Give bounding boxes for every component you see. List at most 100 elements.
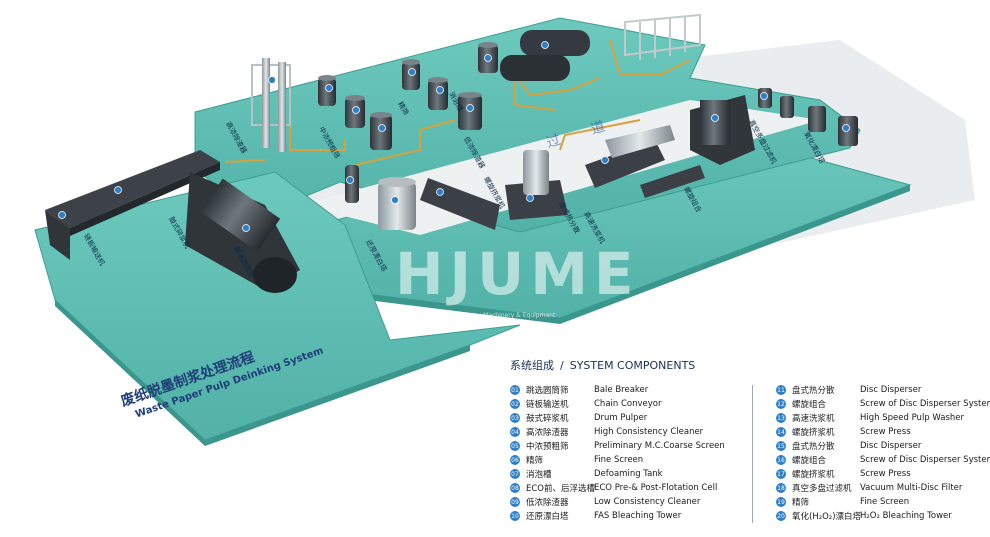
- component-item: 10 还原漂白塔 FAS Bleaching Tower: [510, 509, 725, 523]
- component-name-en: Chain Conveyor: [594, 399, 662, 409]
- component-name-en: High Consistency Cleaner: [594, 427, 704, 437]
- tank-group: [318, 42, 858, 150]
- component-name-cn: 鼓式碎浆机: [526, 414, 569, 424]
- component-item: 05 中浓预粗筛 Preliminary M.C.Coarse Screen: [510, 439, 725, 453]
- component-name-en: Preliminary M.C.Coarse Screen: [594, 441, 725, 451]
- legend-divider: [752, 385, 753, 523]
- component-item: 14 螺旋挤浆机 Screw Press: [776, 425, 990, 439]
- component-number-badge: 17: [776, 469, 786, 479]
- tower-frame: [251, 58, 291, 152]
- components-header-separator: /: [560, 359, 564, 372]
- cleaner-bank: [500, 30, 590, 81]
- drum-pulper: [185, 172, 300, 293]
- component-name-en: Screw Press: [860, 469, 911, 479]
- components-list-right: 11 盘式热分散 Disc Disperser 12 螺旋组合 Screw of Disc…: [776, 383, 990, 523]
- component-name-cn: 精筛: [526, 456, 544, 466]
- component-number-badge: 02: [510, 399, 520, 409]
- component-item: 15 盘式热分散 Disc Disperser: [776, 439, 990, 453]
- component-name-en: Drum Pulper: [594, 413, 648, 423]
- component-item: 07 消泡槽 Defoaming Tank: [510, 467, 725, 481]
- component-item: 19 精筛 Fine Screen: [776, 495, 990, 509]
- component-name-en: ECO Pre-& Post-Flotation Cell: [594, 483, 718, 493]
- component-name-cn: 高浓除渣器: [526, 428, 569, 438]
- components-header-en: SYSTEM COMPONENTS: [569, 359, 696, 372]
- component-name-cn: 高速洗浆机: [792, 414, 835, 424]
- component-item: 06 精筛 Fine Screen: [510, 453, 725, 467]
- components-header-cn: 系统组成: [510, 359, 554, 372]
- component-number-badge: 13: [776, 413, 786, 423]
- component-name-en: Screw of Disc Disperser System: [860, 399, 990, 409]
- component-number-badge: 20: [776, 511, 786, 521]
- component-name-cn: 跳选圆筒筛: [526, 386, 569, 396]
- component-name-en: Bale Breaker: [594, 385, 649, 395]
- component-number-badge: 10: [510, 511, 520, 521]
- component-item: 09 低浓除渣器 Low Consistency Cleaner: [510, 495, 725, 509]
- component-name-en: Low Consistency Cleaner: [594, 497, 701, 507]
- component-name-en: Disc Disperser: [860, 441, 922, 451]
- component-number-badge: 06: [510, 455, 520, 465]
- component-item: 01 跳选圆筒筛 Bale Breaker: [510, 383, 725, 397]
- component-item: 18 真空多盘过滤机 Vacuum Multi-Disc Filter: [776, 481, 990, 495]
- component-number-badge: 07: [510, 469, 520, 479]
- component-name-cn: 氧化(H₂O₂)漂白塔: [792, 512, 862, 522]
- component-name-cn: 盘式热分散: [792, 386, 835, 396]
- component-name-cn: 中浓预粗筛: [526, 442, 569, 452]
- component-name-en: Screw Press: [860, 427, 911, 437]
- component-name-cn: ECO前、后浮选槽: [526, 484, 595, 494]
- disc-disperser: [690, 95, 755, 165]
- component-name-en: High Speed Pulp Washer: [860, 413, 965, 423]
- component-number-badge: 18: [776, 483, 786, 493]
- component-number-badge: 01: [510, 385, 520, 395]
- watermark-logo: HJUME: [395, 240, 640, 308]
- component-name-cn: 精筛: [792, 498, 810, 508]
- component-number-badge: 03: [510, 413, 520, 423]
- component-name-cn: 螺旋挤浆机: [792, 428, 835, 438]
- component-item: 02 链板输送机 Chain Conveyor: [510, 397, 725, 411]
- component-item: 04 高浓除渣器 High Consistency Cleaner: [510, 425, 725, 439]
- components-header: 系统组成 / SYSTEM COMPONENTS: [510, 357, 695, 373]
- component-name-cn: 螺旋组合: [792, 400, 827, 410]
- component-name-en: Fine Screen: [594, 455, 644, 465]
- component-name-cn: 还原漂白塔: [526, 512, 569, 522]
- component-number-badge: 11: [776, 385, 786, 395]
- component-number-badge: 04: [510, 427, 520, 437]
- component-item: 13 高速洗浆机 High Speed Pulp Washer: [776, 411, 990, 425]
- component-number-badge: 19: [776, 497, 786, 507]
- component-number-badge: 16: [776, 455, 786, 465]
- component-name-en: Fine Screen: [860, 497, 910, 507]
- component-name-cn: 盘式热分散: [792, 442, 835, 452]
- component-item: 11 盘式热分散 Disc Disperser: [776, 383, 990, 397]
- flotation-equipment: [345, 125, 705, 230]
- component-name-en: Vacuum Multi-Disc Filter: [860, 483, 963, 493]
- component-name-en: Defoaming Tank: [594, 469, 663, 479]
- chain-conveyor: [45, 150, 220, 260]
- component-number-badge: 15: [776, 441, 786, 451]
- component-name-cn: 真空多盘过滤机: [792, 484, 852, 494]
- component-number-badge: 12: [776, 399, 786, 409]
- component-name-en: H₂O₂ Bleaching Tower: [860, 511, 952, 521]
- component-item: 17 螺旋挤浆机 Screw Press: [776, 467, 990, 481]
- component-number-badge: 05: [510, 441, 520, 451]
- component-name-cn: 消泡槽: [526, 470, 552, 480]
- component-name-en: Disc Disperser: [860, 385, 922, 395]
- fine-screen-frame: [624, 13, 701, 60]
- component-name-en: Screw of Disc Disperser System: [860, 455, 990, 465]
- platform-left: [34, 171, 521, 441]
- component-number-badge: 09: [510, 497, 520, 507]
- component-number-badge: 08: [510, 483, 520, 493]
- watermark-subtitle: Fujian Light Industry Machinery & Equipm…: [420, 312, 556, 319]
- component-name-cn: 螺旋挤浆机: [792, 470, 835, 480]
- component-item: 03 鼓式碎浆机 Drum Pulper: [510, 411, 725, 425]
- component-name-cn: 链板输送机: [526, 400, 569, 410]
- component-number-badge: 14: [776, 427, 786, 437]
- component-item: 16 螺旋组合 Screw of Disc Disperser System: [776, 453, 990, 467]
- number-badges: [58, 41, 850, 232]
- component-name-cn: 低浓除渣器: [526, 498, 569, 508]
- component-name-en: FAS Bleaching Tower: [594, 511, 682, 521]
- component-name-cn: 螺旋组合: [792, 456, 827, 466]
- component-item: 12 螺旋组合 Screw of Disc Disperser System: [776, 397, 990, 411]
- components-list-left: 01 跳选圆筒筛 Bale Breaker 02 链板输送机 Chain Conveyor…: [510, 383, 725, 523]
